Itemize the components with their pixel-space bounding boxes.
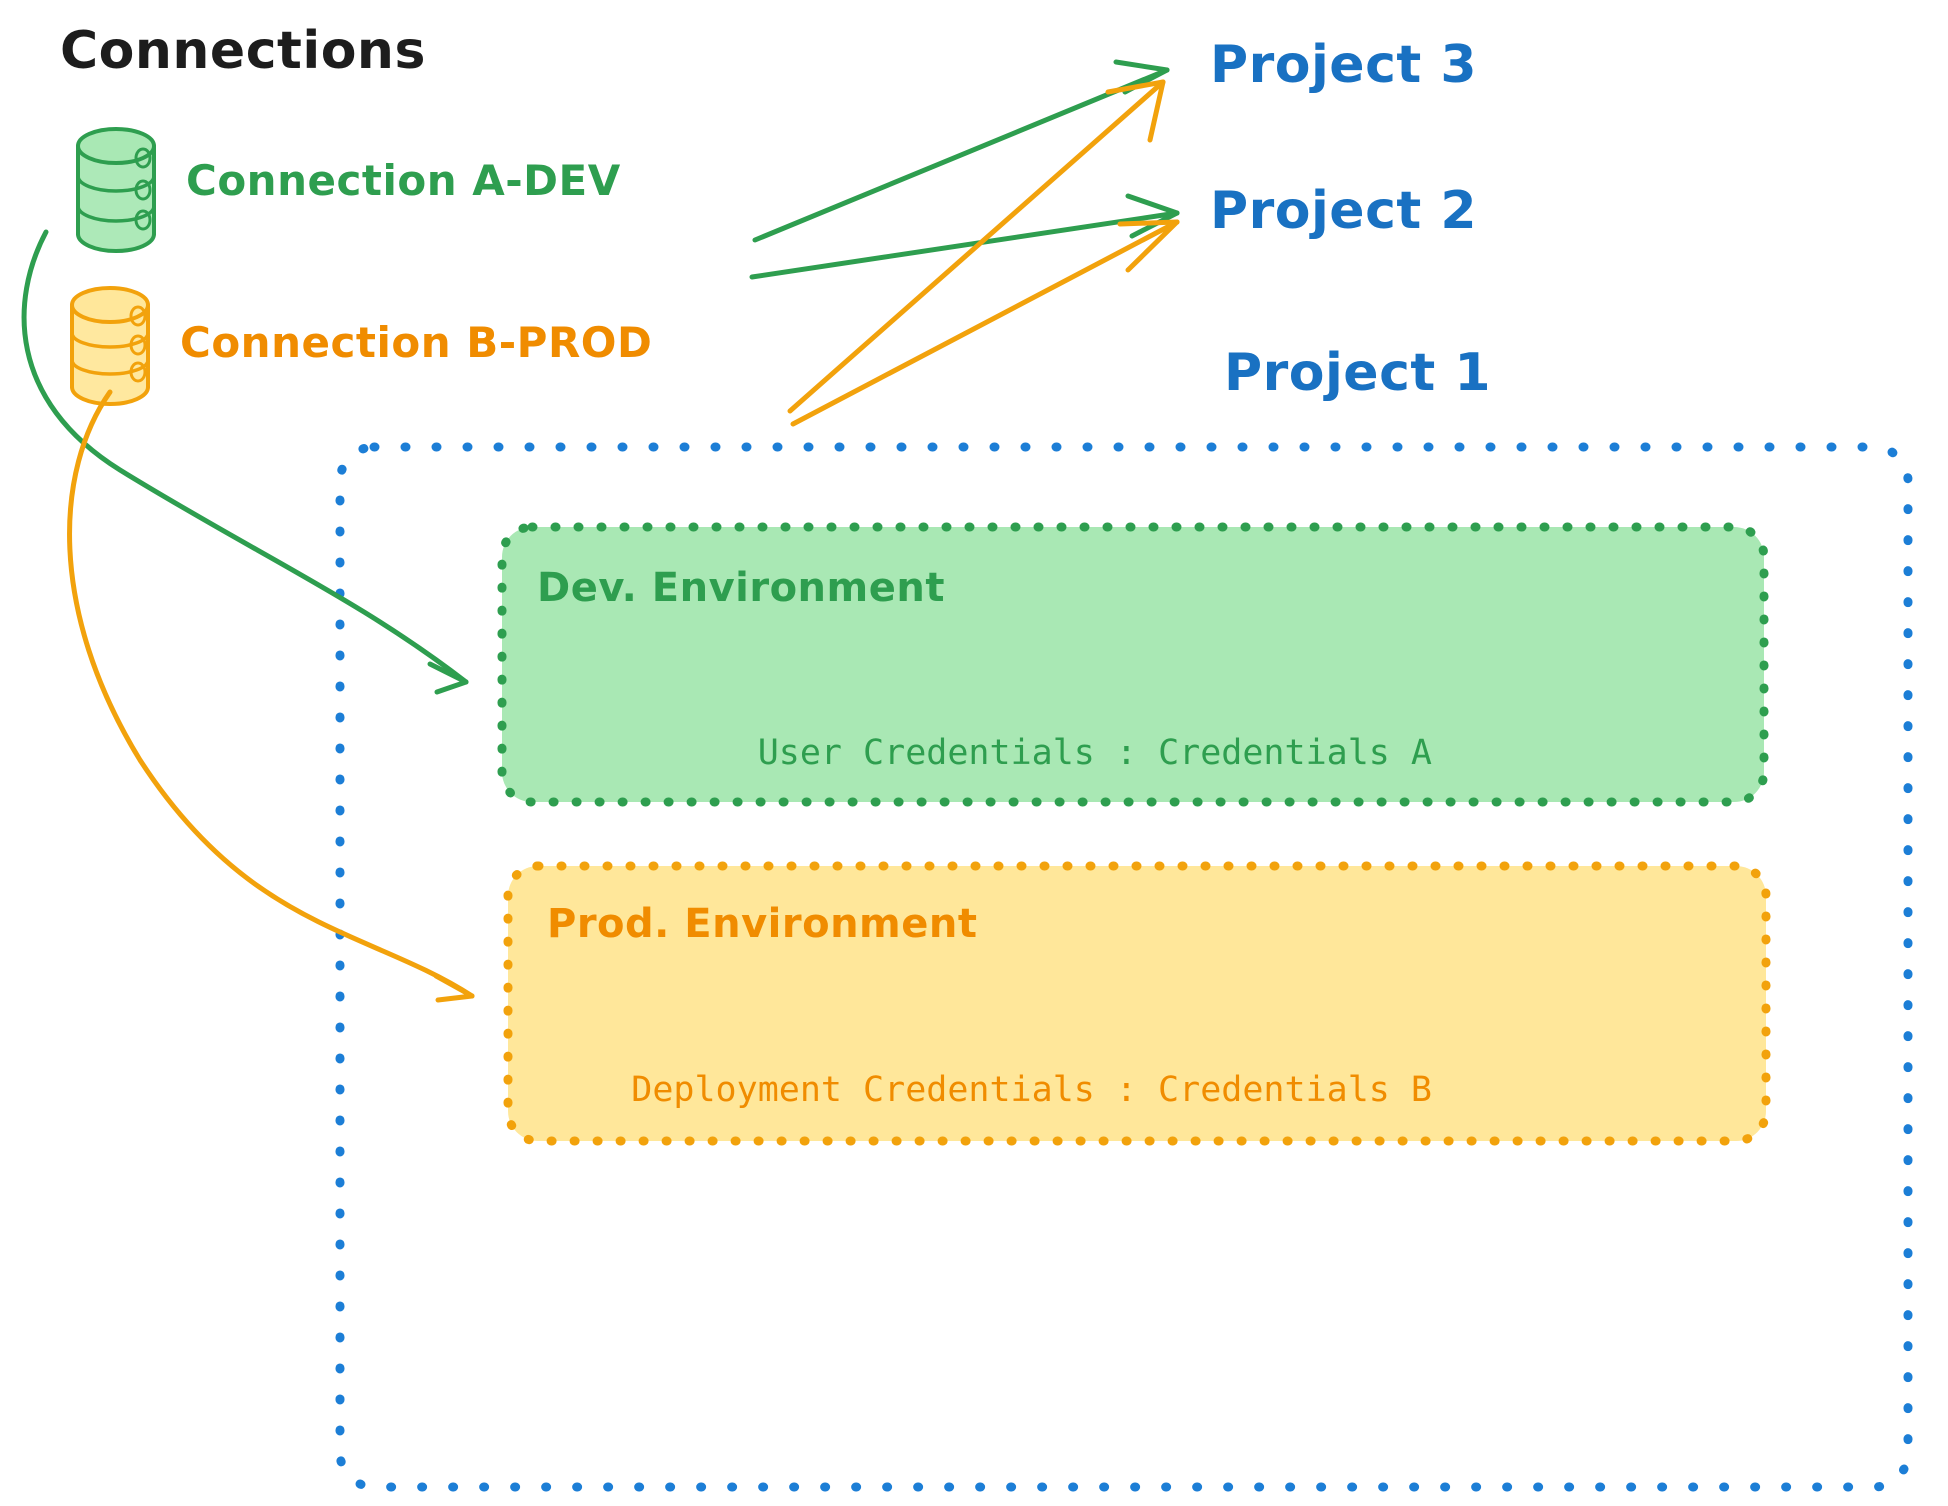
dev-environment-title: Dev. Environment [537, 565, 945, 611]
project-3-label: Project 3 [1210, 35, 1477, 95]
project-2-label: Project 2 [1210, 181, 1477, 241]
project-1-label: Project 1 [1224, 343, 1491, 403]
dev-environment-box [497, 522, 1769, 807]
edge-b-prod-to-prod-environment [67, 389, 475, 1003]
prod-environment-credentials: Deployment Credentials : Credentials B [631, 1070, 1432, 1110]
edge-a-dev-to-project-3 [752, 59, 1170, 243]
page-title: Connections [60, 21, 426, 81]
edge-b-prod-to-project-2 [790, 219, 1180, 427]
prod-environment-title: Prod. Environment [547, 901, 977, 947]
project-1-container [335, 442, 1913, 1492]
connection-a-dev-label: Connection A-DEV [186, 156, 621, 205]
edge-a-dev-to-dev-environment [21, 229, 469, 695]
edge-b-prod-to-project-3 [787, 79, 1166, 414]
edge-a-dev-to-project-2 [749, 193, 1180, 280]
database-cylinder-icon-orange [70, 286, 150, 406]
dev-environment-credentials: User Credentials : Credentials A [758, 733, 1432, 773]
prod-environment-box [503, 861, 1771, 1146]
connection-b-prod-label: Connection B-PROD [180, 318, 652, 367]
database-cylinder-icon-green [76, 127, 156, 253]
